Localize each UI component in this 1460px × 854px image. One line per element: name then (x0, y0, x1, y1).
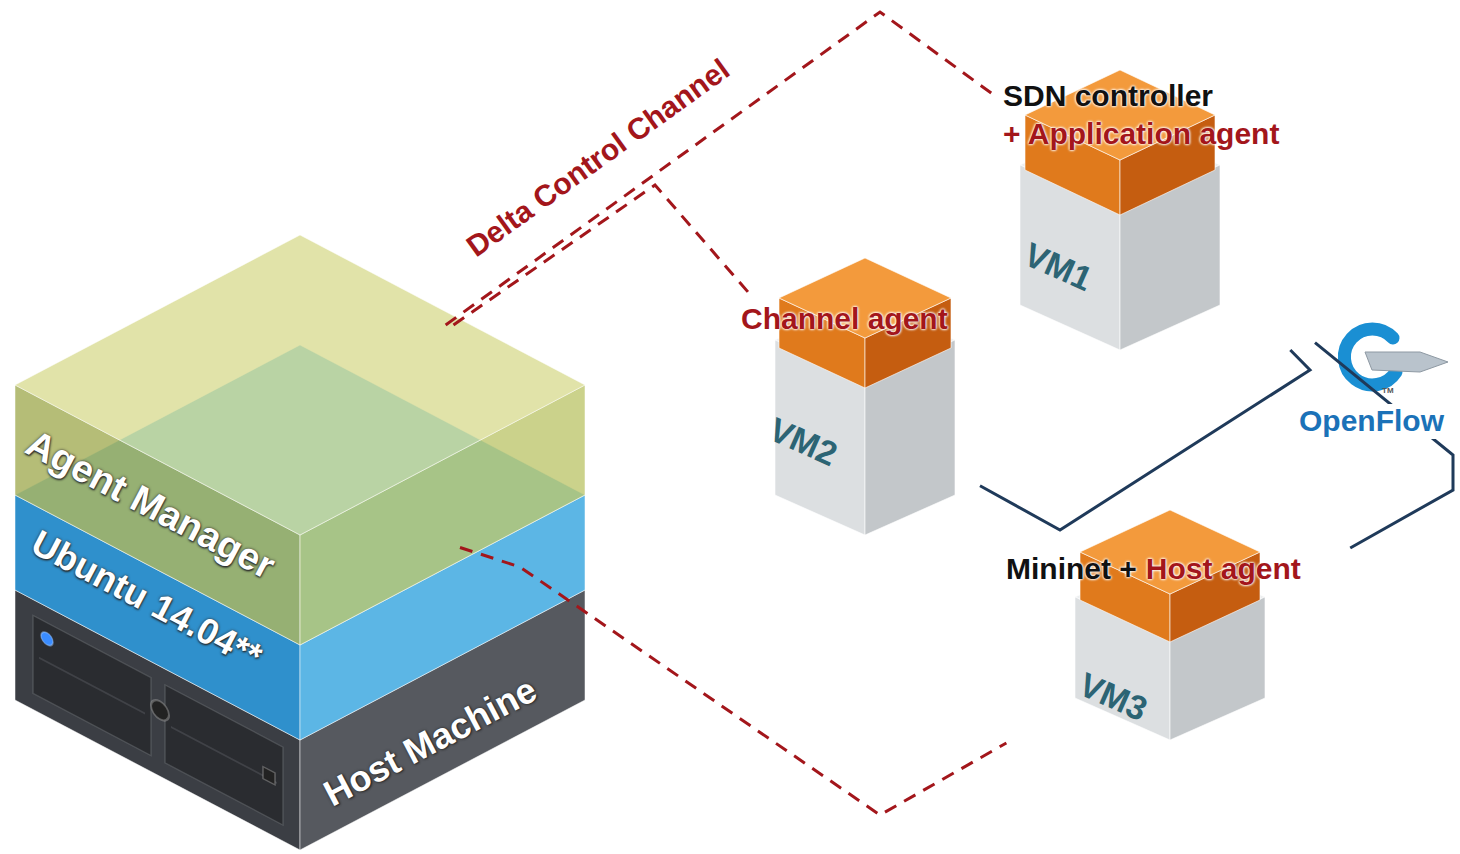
agent-heading: Channel agent (741, 300, 974, 338)
host-stack (15, 235, 585, 850)
agent-heading: + Application agent (1003, 115, 1307, 153)
control-channel-line (446, 12, 995, 325)
vm-heading: SDN controller (1003, 77, 1307, 115)
vm-name: VM1 (1018, 233, 1099, 300)
stack-layer: Host Machine (300, 610, 585, 845)
network-link (980, 350, 1310, 530)
openflow-logo (1344, 329, 1448, 385)
edge-label: Delta Control Channel (460, 52, 736, 263)
control-channel-line (460, 547, 1006, 815)
stack-layer: Ubuntu 14.04** (15, 500, 315, 710)
trademark: TM (1380, 386, 1396, 395)
vm-name: VM3 (1073, 663, 1154, 730)
network-link (1315, 343, 1453, 548)
vm-node: Channel agentVM2 (735, 298, 980, 538)
layer-label: Ubuntu 14.04** (24, 520, 270, 678)
agent-heading: Host agent (1146, 550, 1301, 588)
vm-heading: Mininet + (1006, 550, 1137, 588)
vm-name: VM2 (763, 408, 844, 475)
logo-text: OpenFlow (1297, 404, 1446, 439)
control-channel-line (453, 185, 753, 325)
vm-node: Mininet +Host agentVM3 (1000, 548, 1355, 743)
vm2-cube (775, 258, 955, 535)
vm-node: SDN controller+ Application agentVM1 (995, 75, 1315, 350)
layer-label: Host Machine (316, 667, 544, 816)
